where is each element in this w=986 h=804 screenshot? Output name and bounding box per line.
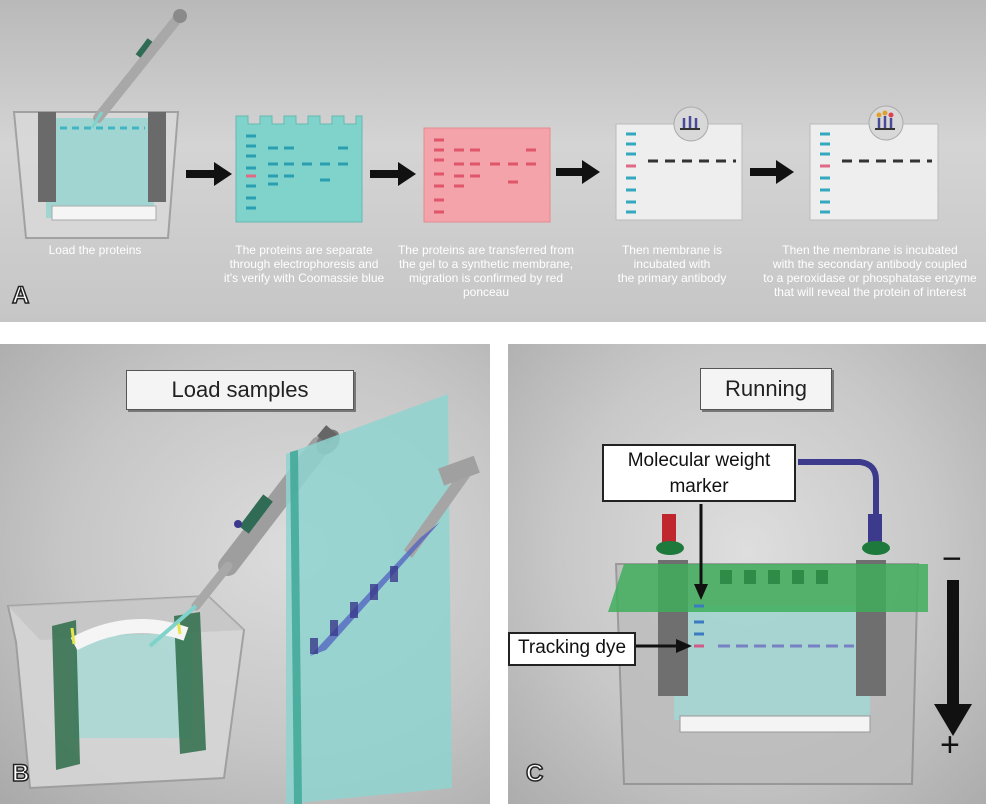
right-electrode-plate [148,112,166,202]
sample-tank [6,594,246,790]
load-samples-title: Load samples [126,370,354,410]
panel-a-illustration [12,9,939,239]
arrow-3 [556,160,600,184]
tracking-dye-label: Tracking dye [508,632,636,666]
caption-secondary-antibody: Then the membrane is incubated with the … [763,243,977,299]
blue-electrode-icon [868,514,882,544]
running-gel [674,606,870,720]
right-green-clamp [174,612,206,754]
left-green-clamp [52,620,80,770]
green-lid [608,564,928,612]
caption-electrophoresis: The proteins are separate through electr… [223,243,385,285]
arrow-4 [750,160,794,184]
ponceau-membrane [423,127,551,223]
arrow-2 [370,162,416,186]
running-title: Running [700,368,832,410]
secondary-antibody-membrane [809,105,939,221]
gel-plate-zoom [286,394,480,804]
caption-transfer: The proteins are transferred from the ge… [397,243,575,299]
panel-b-illustration [6,394,480,804]
electrophoresis-tank [12,111,180,239]
panel-c-running: Running Molecular weight marker Tracking… [508,344,986,804]
panel-a-western-blot-workflow: Load the proteins The proteins are separ… [0,0,986,322]
pipette-icon [90,9,187,129]
panel-a-letter: A [11,281,30,310]
minus-sign: − [942,540,962,578]
caption-load-proteins: Load the proteins [48,243,142,257]
panel-b-letter: B [11,759,30,788]
primary-antibody-membrane [615,106,743,221]
panel-c-illustration [608,459,972,785]
arrow-1 [186,162,232,186]
red-electrode-icon [662,514,676,544]
power-wire [798,459,879,536]
left-electrode-plate [38,112,56,202]
panel-c-letter: C [525,759,544,788]
molecular-weight-marker-label: Molecular weight marker [602,444,796,502]
panel-b-load-samples: Load samples B [0,344,490,804]
caption-primary-antibody: Then membrane is incubated with the prim… [617,243,727,285]
plus-sign: + [940,726,960,764]
migration-direction-arrow [947,580,959,708]
coomassie-gel [235,115,363,223]
